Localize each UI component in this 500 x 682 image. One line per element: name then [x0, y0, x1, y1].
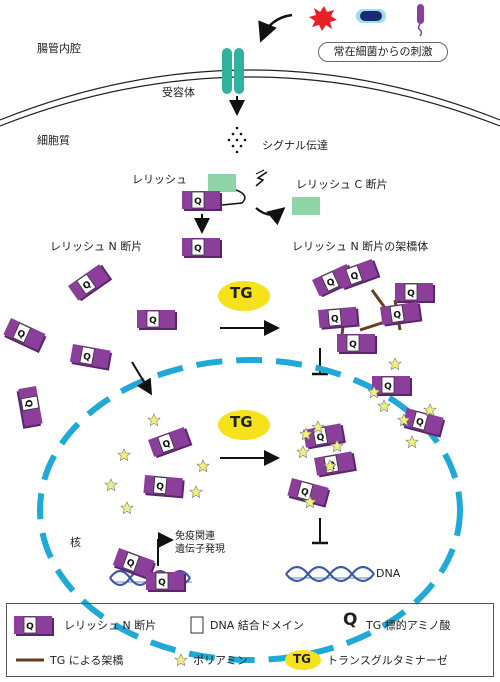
tg-enzyme-nucleus	[218, 410, 270, 440]
immune-gene-label-1: 免疫関連	[175, 531, 215, 542]
relish-c-domain	[208, 174, 236, 192]
legend-box	[6, 603, 494, 677]
relish-n-label: レリッシュ N 断片	[50, 240, 143, 253]
nucleus-label: 核	[70, 536, 81, 549]
cell-membrane-outer	[0, 69, 500, 121]
tg-nucleus-label: TG	[230, 413, 253, 431]
relish-n-crosslinked-label: レリッシュ N 断片の架橋体	[292, 240, 429, 253]
receptor-label: 受容体	[162, 86, 195, 99]
cytoplasm-label: 細胞質	[37, 134, 70, 147]
legend-transglutaminase: トランスグルタミナーゼ	[327, 654, 448, 667]
legend-tg-crosslink: TG による架橋	[50, 654, 124, 667]
dna-helix-right	[285, 565, 375, 583]
nucleus-membrane	[37, 357, 463, 663]
tg-top-label: TG	[230, 284, 253, 302]
signal-dots-icon	[227, 126, 247, 154]
relish-label: レリッシュ	[132, 173, 187, 186]
relish-c-fragment	[292, 197, 320, 215]
bacteria-purple-icon	[417, 4, 424, 37]
bacteria-blue-icon	[356, 9, 386, 23]
crosslinked-cluster-top	[311, 257, 436, 355]
stimulus-label: 常在細菌からの刺激	[318, 42, 448, 62]
legend-tg-target: TG 標的アミノ酸	[366, 619, 451, 632]
relish-c-label: レリッシュ C 断片	[296, 178, 388, 191]
legend-tg-symbol: TG	[293, 652, 312, 666]
receptor-icon	[222, 48, 244, 94]
lightning-icon	[255, 171, 268, 187]
cell-membrane-inner	[0, 76, 500, 127]
bacteria-red-icon	[309, 6, 337, 31]
signal-transduction-label: シグナル伝達	[262, 139, 328, 152]
legend-relish-n: レリッシュ N 断片	[64, 619, 157, 632]
immune-gene-label-2: 遺伝子発現	[175, 544, 225, 555]
curved-arrow-icon	[258, 13, 293, 43]
dna-label: DNA	[376, 567, 401, 580]
legend-dna-binding: DNA 結合ドメイン	[210, 619, 304, 632]
legend-q-icon: Q	[343, 610, 358, 630]
legend-polyamine: ポリアミン	[193, 654, 248, 667]
intestinal-lumen-label: 腸管内腔	[37, 42, 81, 55]
dna-binding-domain-icon	[190, 616, 204, 634]
tg-legend-icon	[285, 650, 321, 670]
tg-enzyme-top	[218, 281, 270, 311]
